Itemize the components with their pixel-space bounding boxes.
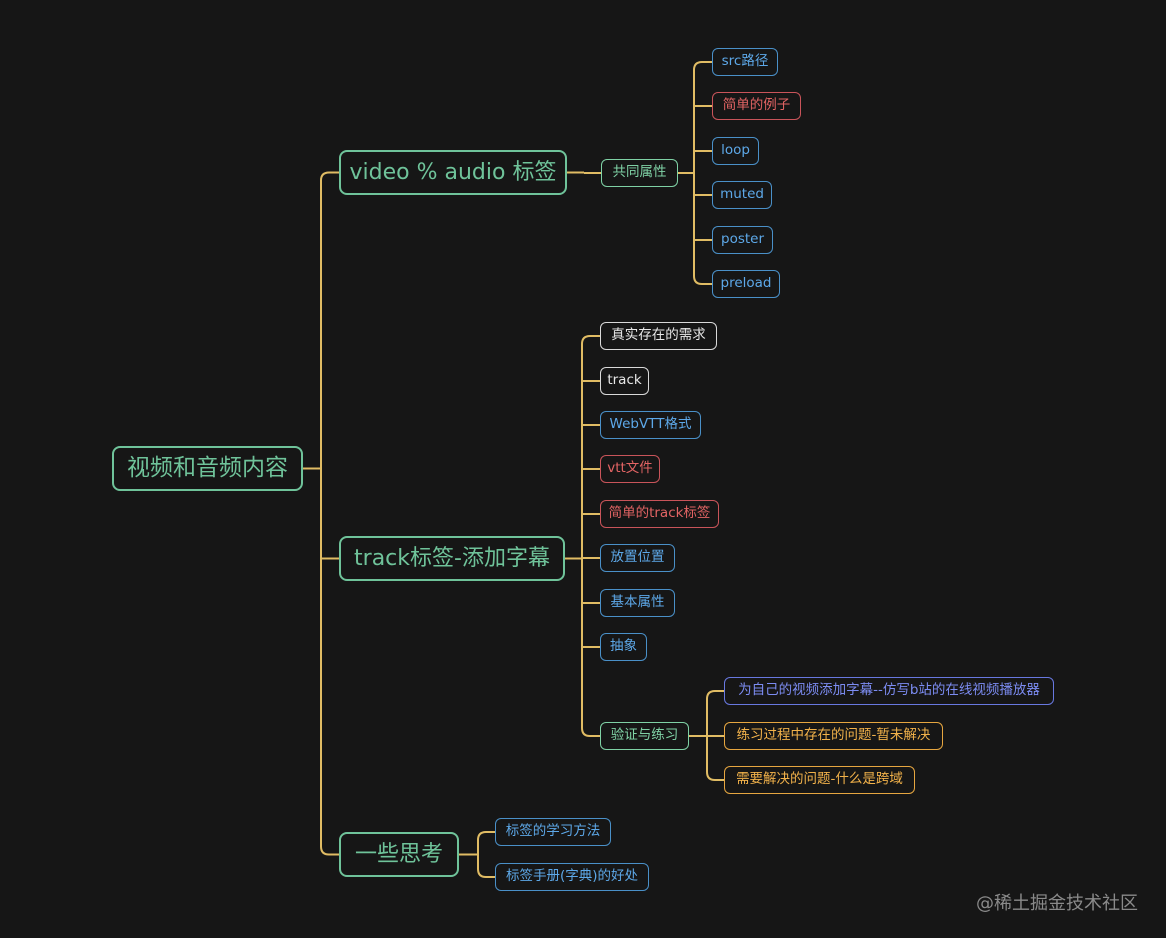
leaf-simple-track-tag[interactable]: 简单的track标签	[600, 500, 719, 528]
leaf-real-need[interactable]: 真实存在的需求	[600, 322, 717, 350]
track-edges-edge-8	[581, 558, 600, 737]
leaf-basic-attributes[interactable]: 基本属性	[600, 589, 675, 617]
node-common-attributes[interactable]: 共同属性	[601, 159, 678, 187]
root-node[interactable]: 视频和音频内容	[112, 446, 303, 491]
common-edges-edge-5	[693, 173, 712, 285]
branch-reflections[interactable]: 一些思考	[339, 832, 459, 877]
leaf-add-subtitles-bilibili[interactable]: 为自己的视频添加字幕--仿写b站的在线视频播放器	[724, 677, 1054, 705]
leaf-abstract[interactable]: 抽象	[600, 633, 647, 661]
node-verify-practice[interactable]: 验证与练习	[600, 722, 689, 750]
leaf-track[interactable]: track	[600, 367, 649, 395]
leaf-webvtt-format[interactable]: WebVTT格式	[600, 411, 701, 439]
track-edges-edge-0	[581, 335, 600, 559]
leaf-manual-benefits[interactable]: 标签手册(字典)的好处	[495, 863, 649, 891]
leaf-muted[interactable]: muted	[712, 181, 772, 209]
reflection-edges-edge-1	[477, 854, 495, 878]
verify-edges-edge-2	[706, 736, 724, 781]
branch-track-subtitles[interactable]: track标签-添加字幕	[339, 536, 565, 581]
leaf-simple-example[interactable]: 简单的例子	[712, 92, 801, 120]
leaf-vtt-file[interactable]: vtt文件	[600, 455, 660, 483]
leaf-src-path[interactable]: src路径	[712, 48, 778, 76]
leaf-learning-method[interactable]: 标签的学习方法	[495, 818, 611, 846]
root-edges-edge-2	[320, 468, 339, 856]
watermark: @稀土掘金技术社区	[976, 893, 1138, 914]
leaf-preload[interactable]: preload	[712, 270, 780, 298]
leaf-practice-issues[interactable]: 练习过程中存在的问题-暂未解决	[724, 722, 943, 750]
root-edges-edge-0	[320, 171, 339, 469]
leaf-placement[interactable]: 放置位置	[600, 544, 675, 572]
verify-edges-edge-0	[706, 690, 724, 736]
leaf-poster[interactable]: poster	[712, 226, 773, 254]
leaf-loop[interactable]: loop	[712, 137, 759, 165]
leaf-cross-origin-question[interactable]: 需要解决的问题-什么是跨域	[724, 766, 915, 794]
common-edges-edge-0	[693, 61, 712, 173]
branch-video-audio[interactable]: video % audio 标签	[339, 150, 567, 195]
reflection-edges-edge-0	[477, 831, 495, 855]
